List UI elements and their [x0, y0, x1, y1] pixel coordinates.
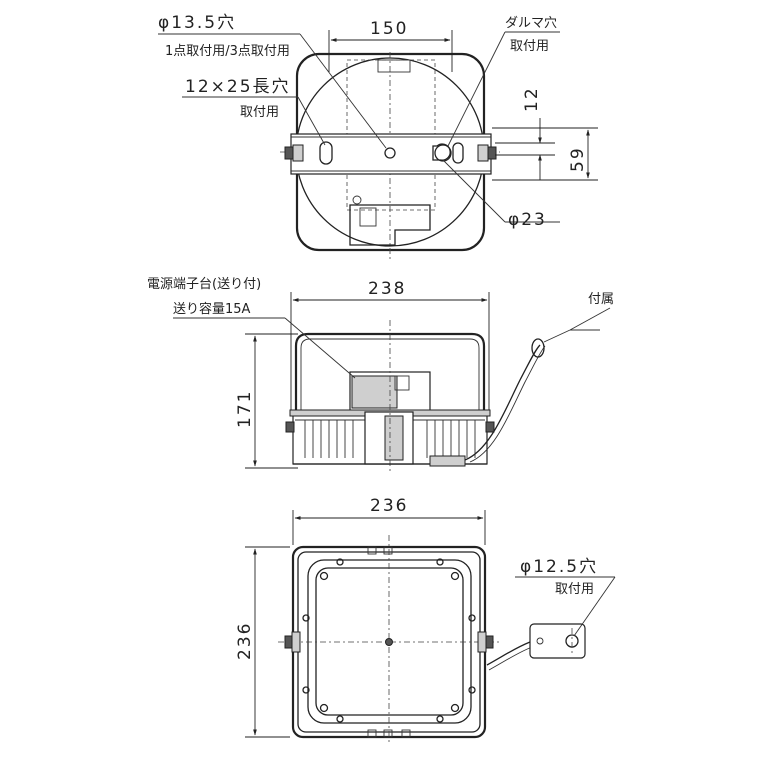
top-view: 150 φ13.5穴 1点取付用/3点取付用 ダルマ穴 取付用 12×25長穴 … [158, 13, 598, 260]
bottom-width-dim: 236 [370, 496, 408, 516]
slot-hole [319, 141, 333, 165]
mounting-bracket [290, 133, 492, 175]
top-width-dim: 150 [370, 19, 408, 39]
daruma-use-label: 取付用 [510, 39, 549, 54]
terminal-label: 電源端子台(送り付) [147, 277, 261, 292]
slot-use-label: 取付用 [240, 105, 279, 120]
dim-12: 12 [522, 86, 542, 112]
side-height-dim: 171 [235, 390, 255, 428]
dim-59: 59 [568, 146, 588, 172]
center-hole [384, 147, 396, 159]
bottom-view: 236 236 φ12.5穴 取付用 [235, 496, 616, 745]
heat-fins [304, 420, 476, 458]
daruma-hole [432, 143, 451, 161]
side-width-dim: 238 [368, 279, 406, 299]
top-hole-dia-label: φ13.5穴 [158, 13, 236, 33]
bottom-hole-use-label: 取付用 [555, 582, 594, 597]
lens-inner [315, 567, 464, 716]
bottom-height-dim: 236 [235, 622, 255, 660]
slot-label: 12×25長穴 [185, 77, 291, 97]
side-view: 238 171 電源端子台(送り付) 送り容量15A 付属 [147, 277, 614, 472]
bottom-hole-dia-label: φ12.5穴 [520, 557, 598, 577]
accessory-label: 付属 [588, 292, 614, 307]
accessory-plate [529, 623, 586, 659]
top-hole-use-label: 1点取付用/3点取付用 [165, 44, 290, 59]
dia23-label: φ23 [508, 210, 547, 230]
capacity-label: 送り容量15A [173, 301, 251, 317]
daruma-label: ダルマ穴 [505, 16, 557, 31]
lens-outer [307, 559, 472, 724]
